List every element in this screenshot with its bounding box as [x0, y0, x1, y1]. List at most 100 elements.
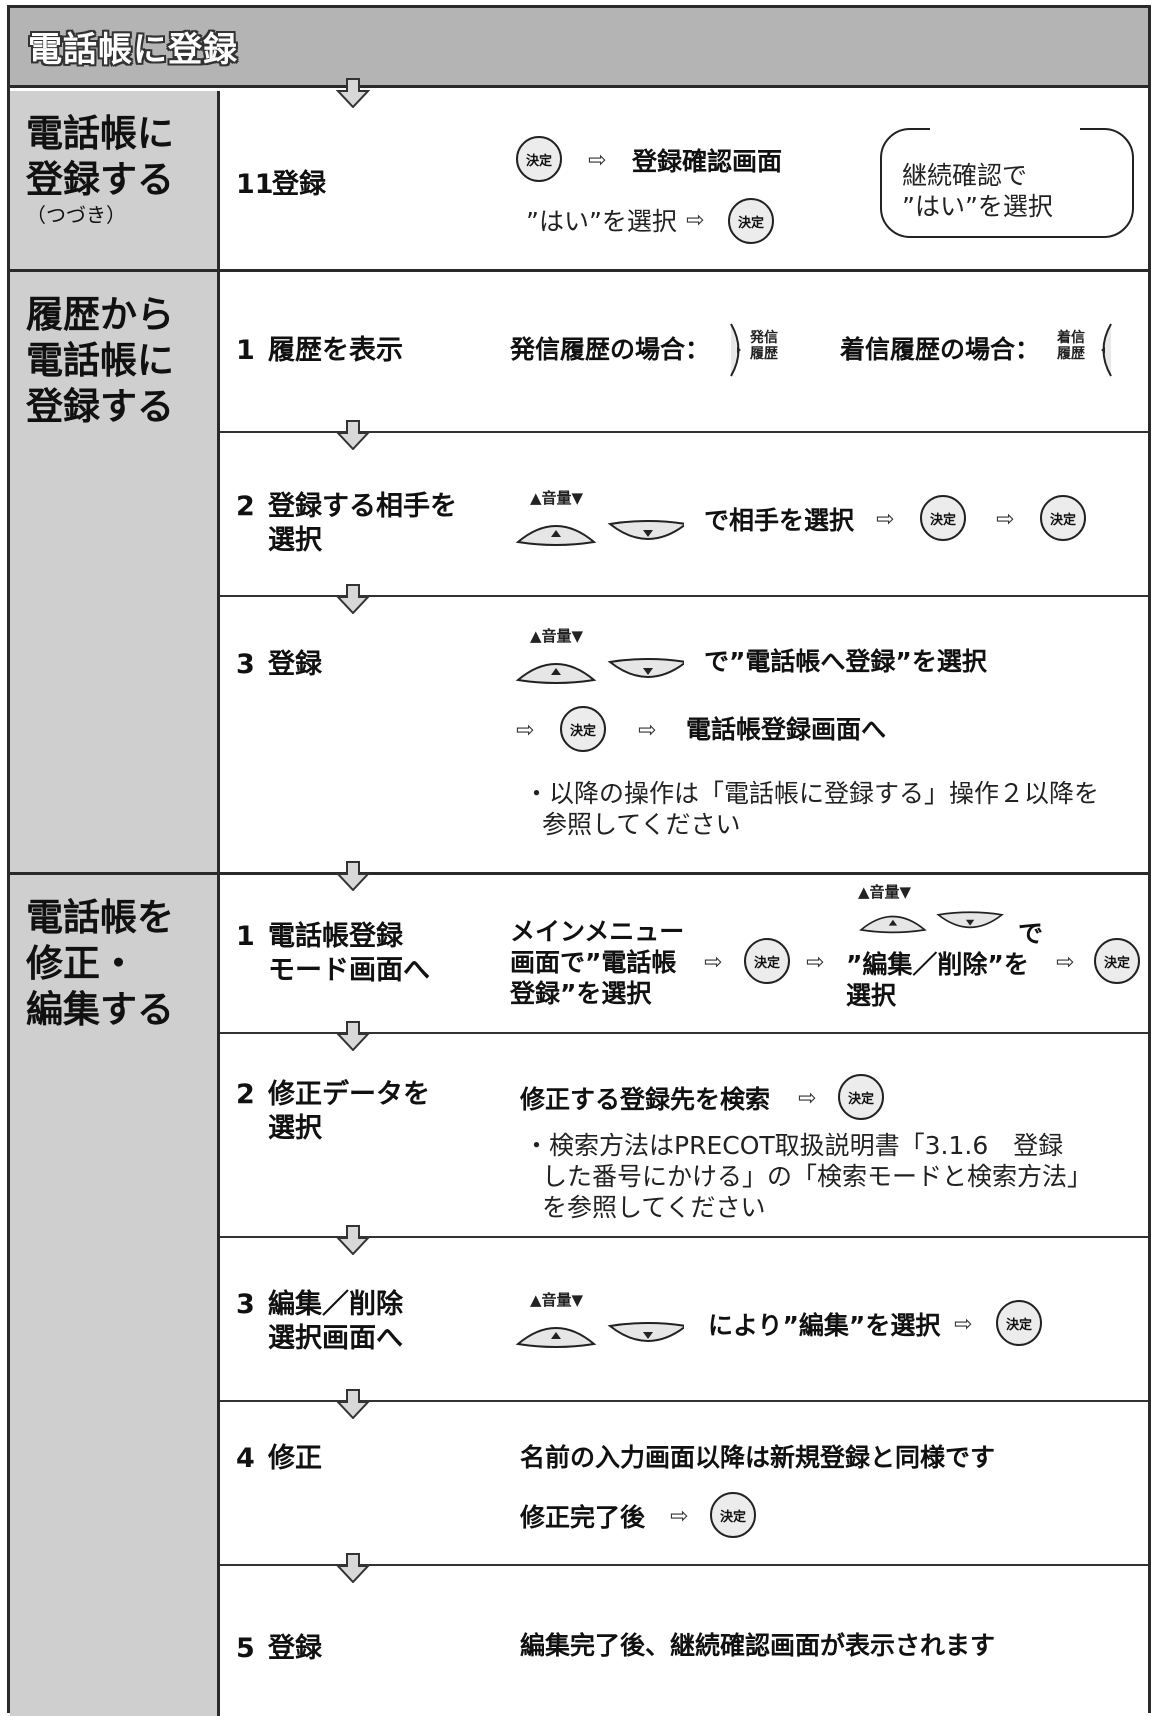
enter-button[interactable]: 決定 [996, 1300, 1042, 1346]
section-2-label: 履歴から 電話帳に 登録する [10, 272, 220, 872]
outgoing-key-label: 発信 履歴 [750, 330, 778, 362]
section-title-line: 電話帳に [26, 112, 174, 155]
section-title-line: 電話帳に [26, 339, 174, 382]
enter-button[interactable]: 決定 [1040, 495, 1086, 541]
volume-keys-icon[interactable] [514, 1306, 684, 1368]
flow-down-arrow-icon [336, 1553, 370, 1583]
text-line: メインメニュー [510, 917, 685, 946]
step-number: 3 [236, 649, 255, 680]
step-label: 登録 [268, 1633, 322, 1664]
flow-down-arrow-icon [336, 420, 370, 450]
arrow-icon: ⇨ [670, 1504, 689, 1529]
section-title-line: 登録する [26, 158, 174, 201]
step-divider [220, 1564, 1148, 1566]
text-line: 選択 [846, 981, 897, 1010]
flow-down-arrow-icon [336, 78, 370, 108]
section-divider [10, 872, 1148, 875]
enter-button[interactable]: 決定 [838, 1074, 884, 1120]
arrow-icon: ⇨ [806, 950, 825, 975]
section-3-label: 電話帳を 修正・ 編集する [10, 875, 220, 1716]
volume-keys-icon[interactable] [844, 898, 1014, 950]
section-1-label: 電話帳に 登録する （つづき） [10, 91, 220, 269]
arrow-icon: ⇨ [704, 950, 723, 975]
section-title-line: 電話帳を [26, 896, 174, 939]
flow-down-arrow-icon [336, 861, 370, 891]
outgoing-key-icon[interactable] [728, 322, 748, 378]
step-number: 4 [236, 1443, 255, 1474]
section-divider [10, 269, 1148, 272]
note-line: ・以降の操作は「電話帳に登録する」操作２以降を [524, 779, 1100, 808]
arrow-icon: ⇨ [954, 1312, 973, 1337]
arrow-icon: ⇨ [876, 507, 895, 532]
step-1: 1 電話帳登録モード画面へ [236, 920, 430, 988]
step-number: 3 [236, 1289, 255, 1320]
step-label-line: 編集／削除 [268, 1289, 403, 1320]
step-2: 2 修正データを選択 [236, 1078, 430, 1146]
note-box-gap [930, 124, 1080, 132]
note-line: を参照してください [542, 1193, 766, 1222]
arrow-icon: ⇨ [588, 148, 607, 173]
flow-down-arrow-icon [336, 1389, 370, 1419]
enter-button[interactable]: 決定 [744, 938, 790, 984]
confirm-screen-text: 登録確認画面 [632, 147, 783, 176]
section-title-line: 編集する [26, 988, 174, 1031]
text-line: 画面で”電話帳 [510, 948, 677, 977]
text-line: 登録”を選択 [510, 979, 652, 1008]
enter-button[interactable]: 決定 [1094, 938, 1140, 984]
section-title-line: 修正・ [26, 942, 137, 985]
key-label-line: 着信 [1057, 330, 1085, 346]
manual-page: 電話帳に登録 電話帳に 登録する （つづき） 履歴から 電話帳に 登録する 電話… [7, 5, 1151, 1716]
step-11: 11登録 [236, 168, 326, 202]
section-subtitle: （つづき） [26, 203, 126, 227]
step-divider [220, 431, 1148, 433]
step-number: 5 [236, 1633, 255, 1664]
step-label-line: 修正データを [268, 1079, 430, 1110]
note-line: ・検索方法はPRECOT取扱説明書「3.1.6 登録 [524, 1131, 1064, 1160]
register-screen-text: 電話帳登録画面へ [686, 715, 887, 744]
text-line: で [1018, 919, 1044, 948]
incoming-key-label: 着信 履歴 [1057, 330, 1085, 362]
enter-button[interactable]: 決定 [516, 136, 562, 182]
step-label-line: 選択 [268, 525, 322, 556]
select-edit-text: により”編集”を選択 [708, 1311, 941, 1340]
incoming-key-icon[interactable] [1094, 322, 1114, 378]
flow-down-arrow-icon [336, 1225, 370, 1255]
note-line: 参照してください [542, 810, 741, 839]
enter-button[interactable]: 決定 [920, 495, 966, 541]
note-text: ・検索方法はPRECOT取扱説明書「3.1.6 登録 した番号にかける」の「検索… [524, 1130, 1092, 1223]
step-number: 1 [236, 921, 255, 952]
step-number: 2 [236, 1079, 255, 1110]
enter-button[interactable]: 決定 [728, 198, 774, 244]
step-label-line: 電話帳登録 [268, 921, 403, 952]
volume-label: ▲音量▼ [530, 1291, 584, 1309]
step-label-line: 選択 [268, 1113, 322, 1144]
step-divider [220, 1032, 1148, 1034]
step-label-line: 選択画面へ [268, 1323, 403, 1354]
step-number: 2 [236, 491, 255, 522]
volume-keys-icon[interactable] [514, 642, 684, 704]
key-label-line: 履歴 [1057, 346, 1085, 362]
volume-label: ▲音量▼ [530, 489, 584, 507]
arrow-icon: ⇨ [996, 507, 1015, 532]
key-label-line: 発信 [750, 330, 778, 346]
select-register-text: で”電話帳へ登録”を選択 [704, 647, 987, 676]
step-label: 登録 [272, 169, 326, 200]
step-number: 1 [236, 335, 255, 366]
select-contact-text: で相手を選択 [704, 506, 855, 535]
text-line: ”編集／削除”を [846, 950, 1029, 979]
select-edit-text: で ”編集／削除”を 選択 [846, 918, 1043, 1011]
step-5: 5 登録 [236, 1632, 322, 1666]
step-divider [220, 595, 1148, 597]
name-input-text: 名前の入力画面以降は新規登録と同様です [520, 1443, 996, 1472]
volume-keys-icon[interactable] [514, 504, 684, 566]
enter-button[interactable]: 決定 [560, 706, 606, 752]
select-yes-text: ”はい”を選択 [526, 207, 677, 236]
section-title-line: 履歴から [26, 293, 174, 336]
step-label-line: モード画面へ [268, 955, 430, 986]
note-line: した番号にかける」の「検索モードと検索方法」 [542, 1162, 1093, 1191]
arrow-icon: ⇨ [638, 718, 657, 743]
step-divider [220, 1236, 1148, 1238]
enter-button[interactable]: 決定 [710, 1492, 756, 1538]
